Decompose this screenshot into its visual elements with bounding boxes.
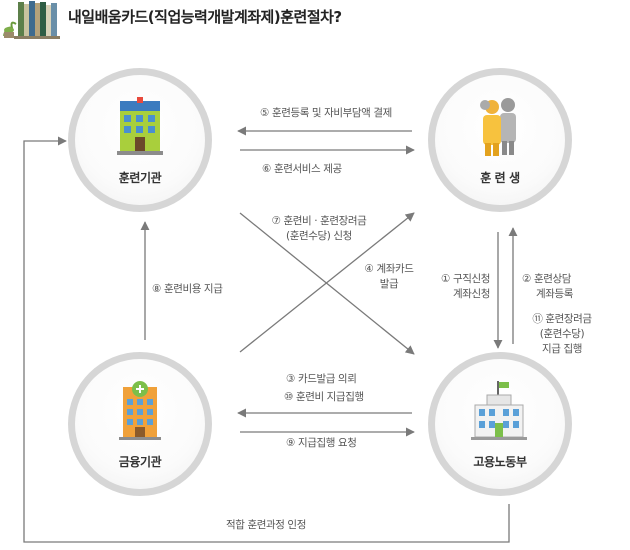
bank-building-icon — [119, 381, 161, 440]
step-11-line-2: (훈련수당) — [539, 328, 585, 340]
node-label: 훈 련 생 — [480, 171, 520, 185]
step-2-label: ② 훈련상담 계좌등록 — [522, 272, 573, 302]
bottom-loop-label: 적합 훈련과정 인정 — [226, 519, 306, 531]
step-11-line-3: 지급 집행 — [542, 343, 582, 355]
step-11-label: ⑪ 훈련장려금 (훈련수당) 지급 집행 — [522, 312, 602, 357]
arrow-bottom-loop — [23, 136, 510, 543]
node-ministry: 고용노동부 — [428, 352, 572, 496]
step-4-line-1: ④ 계좌카드 — [364, 263, 414, 275]
page-title: 내일배움카드(직업능력개발계좌제)훈련절차? — [68, 8, 342, 26]
step-8-label: ⑧ 훈련비용 지급 — [152, 283, 223, 295]
step-1-line-2: 계좌신청 — [452, 288, 490, 300]
step-10-label: ⑩ 훈련비 지급집행 — [284, 391, 364, 403]
people-icon — [480, 98, 516, 156]
step-9-label: ⑨ 지급집행 요청 — [286, 437, 357, 449]
node-trainee: 훈 련 생 — [428, 68, 572, 212]
step-4-line-2: 발급 — [379, 278, 399, 290]
step-2-line-2: 계좌등록 — [536, 288, 574, 300]
step-4-label: ④ 계좌카드 발급 — [356, 262, 422, 292]
arrow-7 — [239, 212, 415, 355]
step-3-label: ③ 카드발급 의뢰 — [286, 373, 357, 385]
government-building-icon — [471, 381, 527, 440]
step-1-line-1: ① 구직신청 — [441, 273, 490, 285]
step-1-label: ① 구직신청 계좌신청 — [432, 272, 490, 302]
step-5-label: ⑤ 훈련등록 및 자비부담액 결제 — [260, 107, 392, 119]
school-building-icon — [117, 97, 163, 155]
node-label: 고용노동부 — [473, 455, 527, 469]
node-financial-institution: 금융기관 — [68, 352, 212, 496]
step-2-line-1: ② 훈련상담 — [522, 273, 571, 285]
node-label: 훈련기관 — [118, 171, 162, 185]
step-7-line-2: (훈련수당) 신청 — [286, 230, 352, 242]
books-icon — [3, 1, 60, 39]
arrow-4 — [239, 212, 415, 353]
step-7-line-1: ⑦ 훈련비 · 훈련장려금 — [271, 215, 367, 227]
step-6-label: ⑥ 훈련서비스 제공 — [262, 163, 342, 175]
node-label: 금융기관 — [118, 455, 162, 469]
step-7-label: ⑦ 훈련비 · 훈련장려금 (훈련수당) 신청 — [262, 214, 376, 244]
node-training-institution: 훈련기관 — [68, 68, 212, 212]
step-11-line-1: ⑪ 훈련장려금 — [532, 313, 592, 325]
